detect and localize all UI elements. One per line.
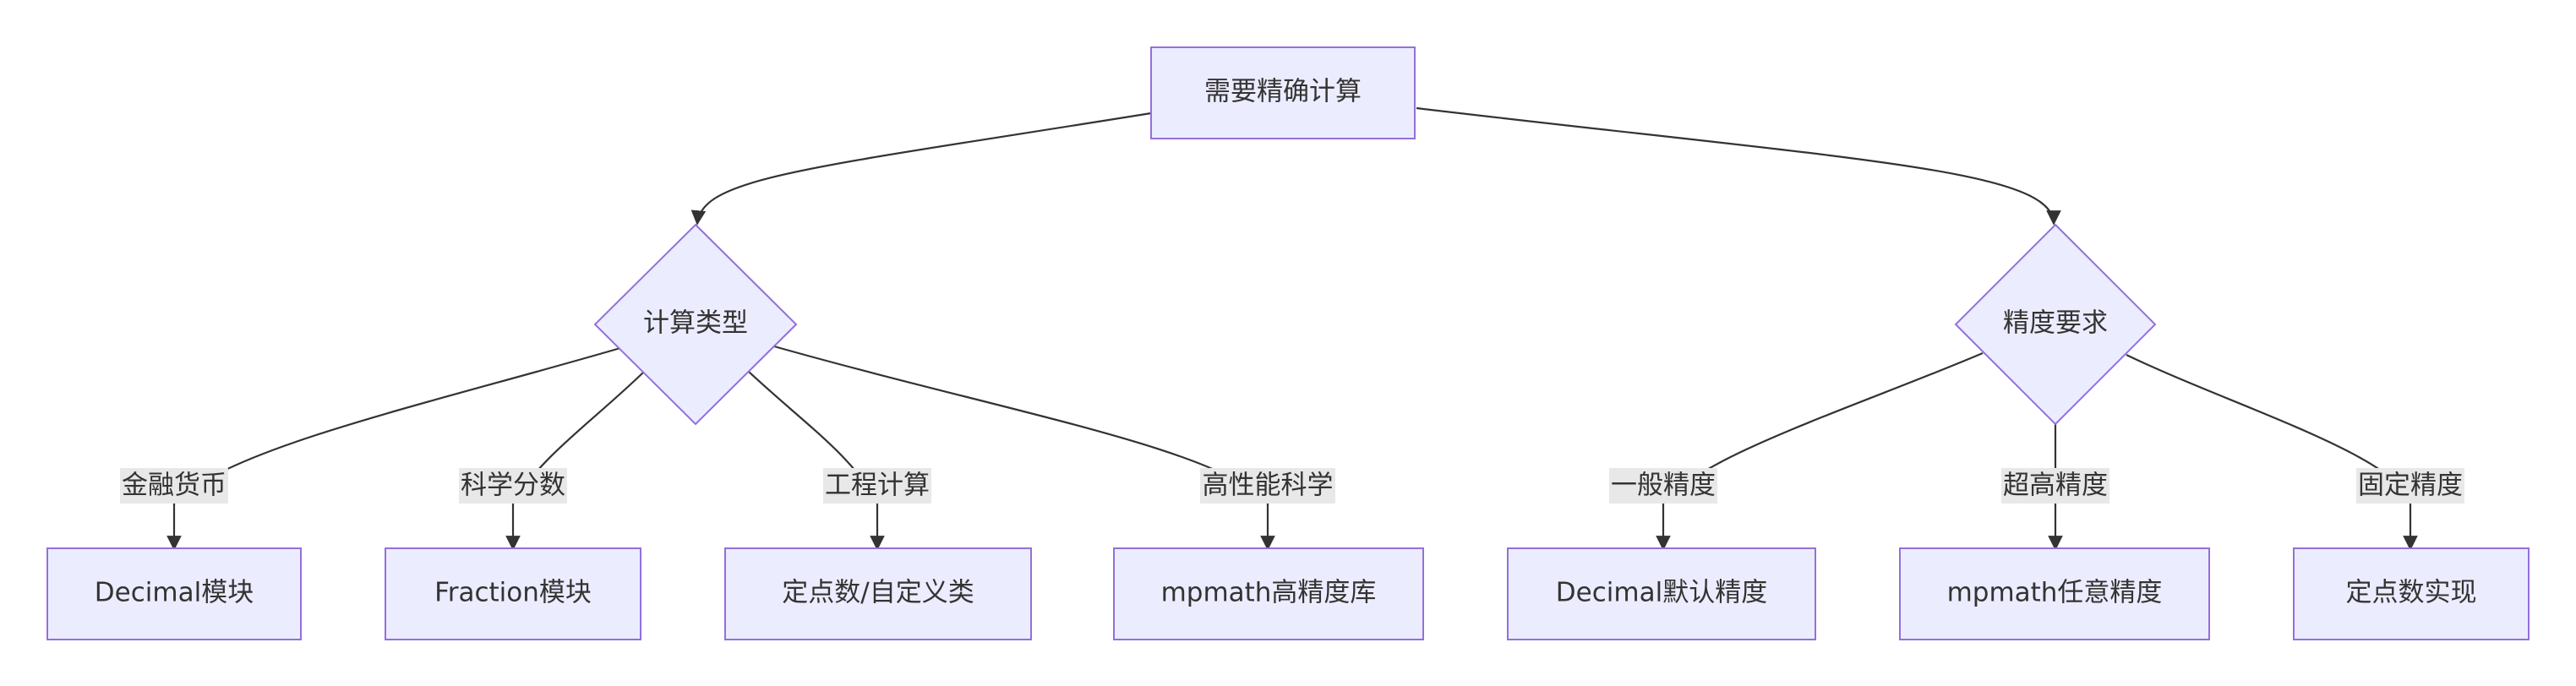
edge-precision-to-decimal-default xyxy=(1656,351,1984,551)
edge-label-hp-science: 高性能科学 xyxy=(1200,468,1335,504)
decimal-module-node: Decimal模块 xyxy=(46,547,302,640)
root-node-label: 需要精确计算 xyxy=(1204,77,1362,107)
edge-root-to-precision-req xyxy=(1416,106,2061,226)
mpmath-arbitrary-node: mpmath任意精度 xyxy=(1899,547,2210,640)
decimal-default-label: Decimal默认精度 xyxy=(1556,578,1767,608)
edge-calc-type-to-decimal xyxy=(166,346,621,551)
edge-label-engineering: 工程计算 xyxy=(823,468,931,504)
fixed-custom-node: 定点数/自定义类 xyxy=(724,547,1032,640)
edge-label-finance: 金融货币 xyxy=(120,468,228,504)
edge-label-fixed-precision-text: 固定精度 xyxy=(2358,471,2463,501)
edge-calc-type-to-fixed-custom xyxy=(748,371,885,551)
edge-calc-type-to-mpmath-lib xyxy=(773,345,1275,551)
edge-label-general-precision: 一般精度 xyxy=(1609,468,1717,504)
edge-label-ultra-precision: 超高精度 xyxy=(2001,468,2109,504)
root-node: 需要精确计算 xyxy=(1150,46,1416,139)
edge-label-engineering-text: 工程计算 xyxy=(825,471,930,501)
mpmath-lib-node: mpmath高精度库 xyxy=(1113,547,1424,640)
edge-label-ultra-precision-text: 超高精度 xyxy=(2003,471,2108,501)
decimal-module-label: Decimal模块 xyxy=(95,578,254,608)
precision-req-decision: 精度要求 xyxy=(1954,223,2157,426)
decimal-default-node: Decimal默认精度 xyxy=(1507,547,1816,640)
fraction-module-node: Fraction模块 xyxy=(385,547,641,640)
edge-label-general-precision-text: 一般精度 xyxy=(1611,471,1716,501)
mpmath-lib-label: mpmath高精度库 xyxy=(1161,578,1377,608)
edge-label-finance-text: 金融货币 xyxy=(122,471,226,501)
fixed-impl-node: 定点数实现 xyxy=(2293,547,2530,640)
edge-root-to-calc-type xyxy=(690,112,1152,226)
calc-type-label: 计算类型 xyxy=(643,308,748,339)
edge-precision-to-fixed-impl xyxy=(2126,354,2418,551)
edge-label-science-fraction-text: 科学分数 xyxy=(461,471,565,501)
edge-label-hp-science-text: 高性能科学 xyxy=(1203,471,1334,501)
edge-label-fixed-precision: 固定精度 xyxy=(2356,468,2464,504)
mpmath-arbitrary-label: mpmath任意精度 xyxy=(1947,578,2163,608)
fixed-custom-label: 定点数/自定义类 xyxy=(782,578,974,608)
edge-labels: 金融货币 科学分数 工程计算 高性能科学 一般精度 超高精度 固定精度 xyxy=(120,468,2464,504)
fraction-module-label: Fraction模块 xyxy=(434,578,592,608)
nodes: 需要精确计算 计算类型 精度要求 Decimal模块 Fraction模块 定点… xyxy=(46,46,2530,640)
precision-req-label: 精度要求 xyxy=(2003,308,2108,339)
edge-label-science-fraction: 科学分数 xyxy=(459,468,567,504)
fixed-impl-label: 定点数实现 xyxy=(2346,578,2477,608)
edge-calc-type-to-fraction xyxy=(505,371,645,551)
calc-type-decision: 计算类型 xyxy=(593,223,798,426)
